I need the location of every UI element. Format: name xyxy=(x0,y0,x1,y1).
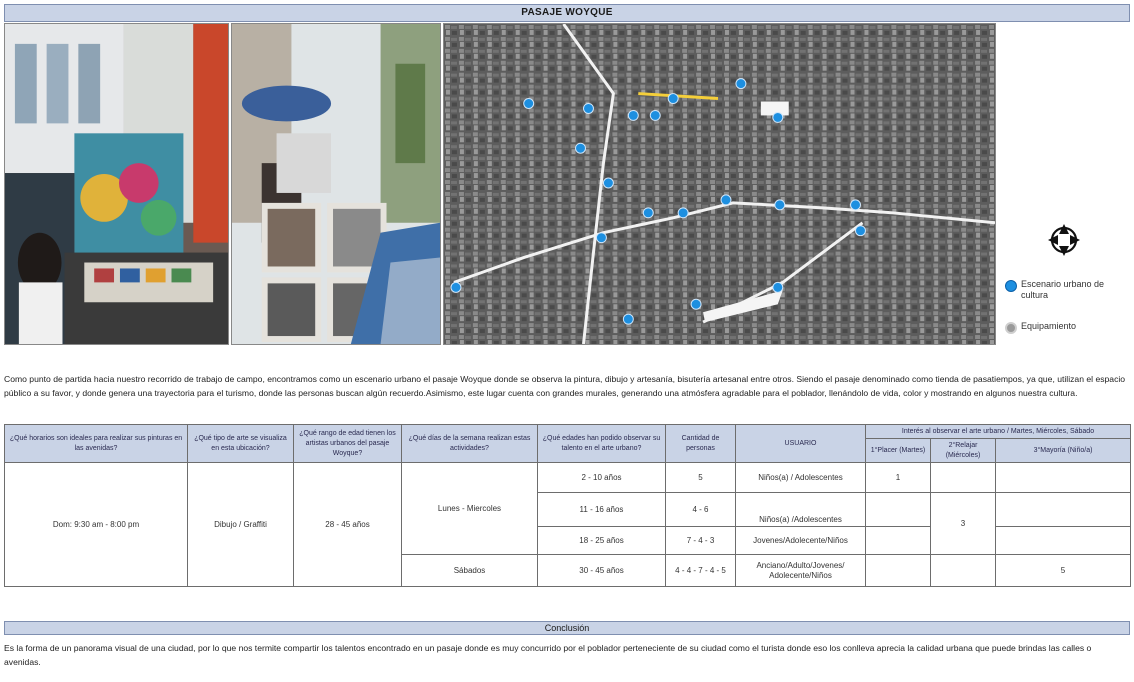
header-horario: ¿Qué horarios son ideales para realizar … xyxy=(4,424,188,463)
edad-value: 28 - 45 años xyxy=(293,462,402,587)
header-tipo-arte: ¿Qué tipo de arte se visualiza en esta u… xyxy=(187,424,294,463)
legend-label: Escenario urbano de cultura xyxy=(1021,279,1105,300)
gray-dot-icon xyxy=(1005,322,1017,334)
header-interes-2: 2°Relajar (Miércoles) xyxy=(930,438,996,463)
compass-icon xyxy=(1048,224,1080,256)
usuario-cell: Niños(a) /Adolescentes xyxy=(735,492,866,527)
cantidad-cell: 4 - 4 - 7 - 4 - 5 xyxy=(665,554,736,587)
cantidad-cell: 4 - 6 xyxy=(665,492,736,527)
dias-value-2: Sábados xyxy=(401,554,538,587)
aerial-map xyxy=(443,23,996,345)
cantidad-cell: 5 xyxy=(665,462,736,493)
header-interes-group: Interés al observar el arte urbano / Mar… xyxy=(864,424,1132,439)
legend-item-equipamiento: Equipamiento xyxy=(1005,321,1076,334)
header-usuario: USUARIO xyxy=(735,424,866,463)
usuario-cell: Jovenes/Adolecente/Niños xyxy=(735,526,866,555)
legend-label: Equipamiento xyxy=(1021,321,1077,331)
portrait-artwork-photo xyxy=(231,23,441,345)
usuario-cell: Anciano/Adulto/Jovenes/ Adolecente/Niños xyxy=(735,554,866,587)
header-dias: ¿Qué días de la semana realizan estas ac… xyxy=(401,424,538,463)
horario-value: Dom: 9:30 am - 8:00 pm xyxy=(4,462,188,587)
header-cantidad: Cantidad de personas xyxy=(665,424,736,463)
header-interes-3: 3°Mayoría (Niño/a) xyxy=(994,438,1132,463)
dias-value-1: Lunes - Miercoles xyxy=(401,462,538,555)
usuario-cell: Niños(a) / Adolescentes xyxy=(735,462,866,493)
legend-item-escenario: Escenario urbano de cultura xyxy=(1005,279,1131,301)
aerial-map-illustration xyxy=(444,24,995,344)
street-mural-illustration xyxy=(5,24,228,344)
interes-1-value: 1 xyxy=(865,462,931,493)
edades-cell: 2 - 10 años xyxy=(537,462,666,493)
cantidad-cell: 7 - 4 - 3 xyxy=(665,526,736,555)
intro-paragraph: Como punto de partida hacia nuestro reco… xyxy=(4,374,1126,398)
portrait-artwork-illustration xyxy=(232,24,440,344)
header-edad: ¿Qué rango de edad tienen los artistas u… xyxy=(293,424,402,463)
conclusion-heading: Conclusión xyxy=(4,621,1130,635)
header-edades-talento: ¿Qué edades han podido observar su talen… xyxy=(537,424,666,463)
header-interes-1: 1°Placer (Martes) xyxy=(865,438,931,463)
street-mural-photo xyxy=(4,23,229,345)
tipo-arte-value: Dibujo / Graffiti xyxy=(187,462,294,587)
interes-2-value: 3 xyxy=(930,492,996,555)
conclusion-paragraph: Es la forma de un panorama visual de una… xyxy=(4,643,1092,667)
edades-cell: 18 - 25 años xyxy=(537,526,666,555)
table-row: 11 - 16 años 4 - 6 Niños(a) /Adolescente… xyxy=(5,492,1132,555)
edades-cell: 30 - 45 años xyxy=(537,554,666,587)
blue-dot-icon xyxy=(1005,280,1017,292)
table-row: Dom: 9:30 am - 8:00 pm Dibujo / Graffiti… xyxy=(4,462,1132,587)
page-title: PASAJE WOYQUE xyxy=(4,4,1130,22)
survey-table: ¿Qué horarios son ideales para realizar … xyxy=(4,424,1132,587)
interes-3-value: 5 xyxy=(994,554,1132,587)
table-row: 18 - 25 años 7 - 4 - 3 Jovenes/Adolecent… xyxy=(5,526,1132,555)
table-row: Sábados 30 - 45 años 4 - 4 - 7 - 4 - 5 A… xyxy=(5,554,1132,587)
map-legend: Escenario urbano de cultura Equipamiento xyxy=(997,23,1130,345)
edades-cell: 11 - 16 años xyxy=(537,492,666,527)
